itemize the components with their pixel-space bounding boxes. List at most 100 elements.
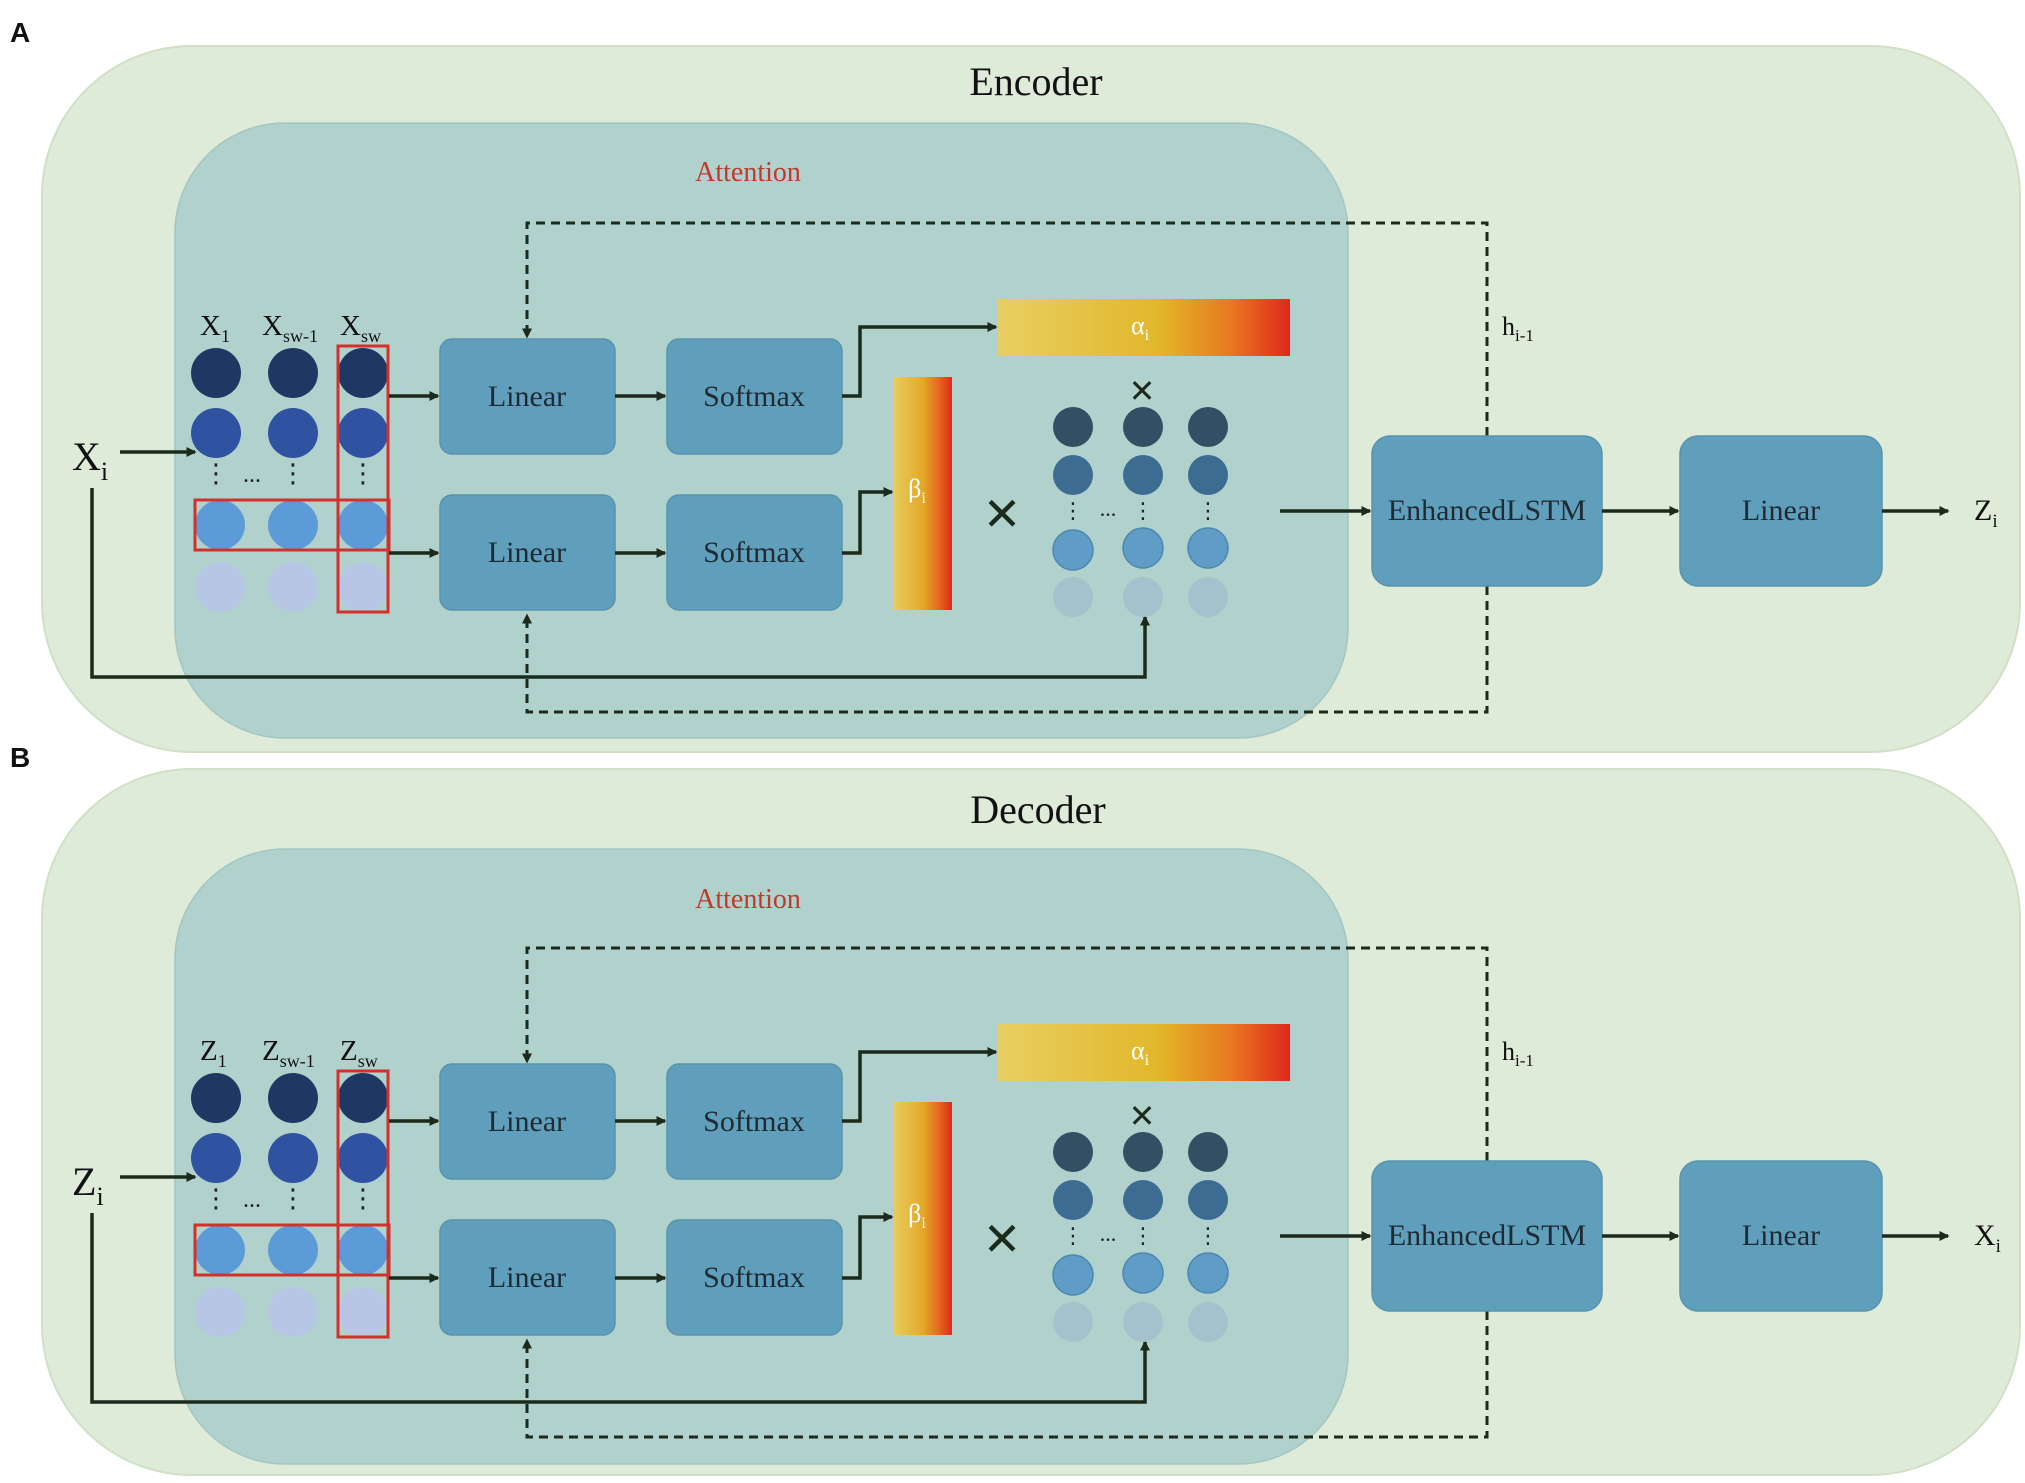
softmax-block-top-label: Softmax [703, 1105, 805, 1138]
input-node [338, 1287, 388, 1337]
input-node [338, 1073, 388, 1123]
vertical-ellipsis: ⋮ [1062, 1223, 1084, 1248]
input-node [195, 500, 245, 550]
input-node [338, 408, 388, 458]
input-node [268, 500, 318, 550]
input-node [268, 408, 318, 458]
vertical-ellipsis: ⋮ [1132, 498, 1154, 523]
input-node [268, 562, 318, 612]
input-node [195, 1287, 245, 1337]
column-label-1: Z1 [200, 1035, 227, 1071]
beta-label: βi [908, 1199, 926, 1232]
input-label: Xi [72, 434, 108, 486]
panel-letter: A [10, 17, 30, 48]
linear-output-label: Linear [1742, 494, 1820, 527]
weighted-node-grid: ⋮ ⋮ ⋮ ... [1052, 1132, 1229, 1342]
input-node [195, 562, 245, 612]
multiply-icon: ✕ [983, 488, 1022, 540]
enhanced-lstm-label: EnhancedLSTM [1388, 1219, 1586, 1252]
multiply-icon: ✕ [1129, 1098, 1156, 1134]
vertical-ellipsis: ⋮ [1132, 1223, 1154, 1248]
horizontal-ellipsis: ... [243, 1187, 261, 1213]
vertical-ellipsis: ⋮ [350, 1183, 376, 1213]
weighted-node [1052, 1254, 1094, 1296]
alpha-weight-bar [998, 1024, 1290, 1081]
arrow-to-beta [842, 1212, 894, 1280]
panel-encoder: A Encoder Attention hi-1 Xi X1 Xsw-1 Xsw [10, 17, 2021, 753]
output-label: Xi [1974, 1219, 2001, 1257]
input-node [191, 348, 241, 398]
arrow-to-alpha [842, 322, 998, 398]
vertical-ellipsis: ⋮ [203, 458, 229, 488]
arrow-to-alpha [842, 1047, 998, 1123]
vertical-ellipsis: ⋮ [350, 458, 376, 488]
weighted-node [1053, 407, 1093, 447]
input-label: Zi [72, 1159, 104, 1211]
vertical-ellipsis: ⋮ [203, 1183, 229, 1213]
panel-title: Encoder [969, 59, 1102, 104]
input-node [268, 1225, 318, 1275]
column-label-1: X1 [200, 310, 230, 346]
hidden-state-label: hi-1 [1502, 312, 1534, 345]
weighted-node [1123, 455, 1163, 495]
weighted-node [1053, 1180, 1093, 1220]
hidden-state-label: hi-1 [1502, 1037, 1534, 1070]
linear-block-bottom-label: Linear [488, 536, 566, 569]
beta-weight-bar [894, 1102, 952, 1335]
linear-block-top-label: Linear [488, 1105, 566, 1138]
weighted-node [1052, 529, 1094, 571]
input-skip-connection [90, 1213, 1150, 1404]
input-node [338, 1133, 388, 1183]
softmax-block-top-label: Softmax [703, 380, 805, 413]
weighted-node-grid: ⋮ ⋮ ⋮ ... [1052, 407, 1229, 617]
enhanced-lstm-label: EnhancedLSTM [1388, 494, 1586, 527]
weighted-node [1187, 527, 1229, 569]
weighted-node [1188, 577, 1228, 617]
input-node [268, 348, 318, 398]
beta-label: βi [908, 474, 926, 507]
output-label: Zi [1974, 494, 1998, 532]
input-skip-connection [90, 488, 1150, 679]
weighted-node [1053, 577, 1093, 617]
column-selection-box [336, 1069, 390, 1339]
weighted-node [1188, 407, 1228, 447]
input-node [191, 1073, 241, 1123]
weighted-node [1123, 577, 1163, 617]
panel-decoder: B Decoder Attention hi-1 Zi Z1 Zsw-1 Zsw… [10, 742, 2021, 1476]
softmax-block-bottom-label: Softmax [703, 536, 805, 569]
input-node [268, 1073, 318, 1123]
weighted-node [1053, 1132, 1093, 1172]
input-node [191, 1133, 241, 1183]
weighted-node [1188, 455, 1228, 495]
weighted-node [1123, 1180, 1163, 1220]
weighted-node [1123, 1132, 1163, 1172]
weighted-node [1123, 407, 1163, 447]
vertical-ellipsis: ⋮ [1197, 1223, 1219, 1248]
column-selection-box [336, 344, 390, 614]
alpha-label: αi [1131, 311, 1150, 344]
beta-weight-bar [894, 377, 952, 610]
panel-title: Decoder [970, 787, 1105, 832]
weighted-node [1188, 1132, 1228, 1172]
weighted-node [1187, 1252, 1229, 1294]
linear-block-bottom-label: Linear [488, 1261, 566, 1294]
input-node [268, 1133, 318, 1183]
dashed-feedback-bottom [522, 586, 1489, 714]
input-node [191, 408, 241, 458]
dashed-feedback-bottom [522, 1311, 1489, 1439]
input-node-grid: ⋮ ⋮ ⋮ ... [191, 1069, 391, 1339]
column-label-sw-1: Zsw-1 [262, 1035, 315, 1071]
column-label-sw-1: Xsw-1 [262, 310, 318, 346]
vertical-ellipsis: ⋮ [280, 458, 306, 488]
input-node [195, 1225, 245, 1275]
weighted-node [1122, 1252, 1164, 1294]
column-label-sw: Xsw [340, 310, 381, 346]
panel-letter: B [10, 742, 30, 773]
horizontal-ellipsis: ... [1100, 496, 1117, 521]
weighted-node [1123, 1302, 1163, 1342]
vertical-ellipsis: ⋮ [280, 1183, 306, 1213]
multiply-icon: ✕ [983, 1213, 1022, 1265]
input-node [338, 500, 388, 550]
vertical-ellipsis: ⋮ [1062, 498, 1084, 523]
